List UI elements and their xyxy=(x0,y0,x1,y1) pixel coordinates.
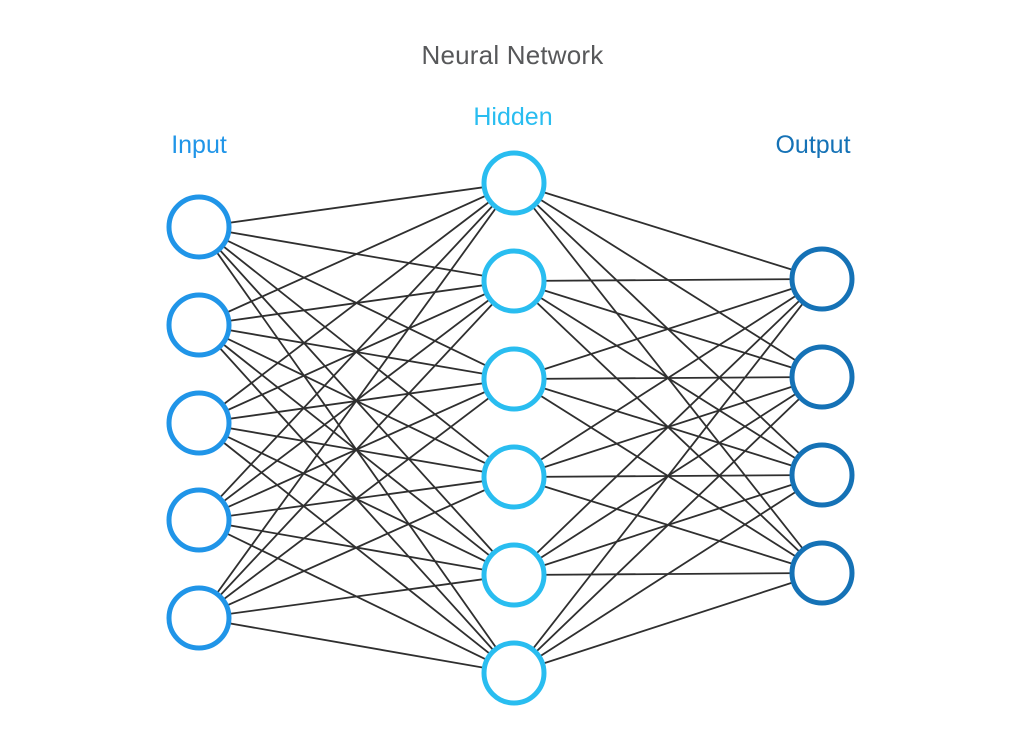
diagram-title: Neural Network xyxy=(421,40,604,70)
edge-hidden5-output1 xyxy=(513,278,823,576)
edge-hidden1-output1 xyxy=(513,182,823,280)
hidden-node-4 xyxy=(481,444,547,510)
input-node-5 xyxy=(166,585,232,651)
edge-input1-hidden1 xyxy=(198,182,515,228)
edge-input5-hidden5 xyxy=(198,574,515,619)
output-node-2 xyxy=(789,344,855,410)
edge-hidden3-output1 xyxy=(513,278,823,380)
output-node-1 xyxy=(789,246,855,312)
edge-input5-hidden1 xyxy=(198,182,515,619)
hidden-layer-label: Hidden xyxy=(473,103,552,131)
input-node-2 xyxy=(166,292,232,358)
edge-hidden6-output3 xyxy=(513,474,823,674)
hidden-node-1 xyxy=(481,150,547,216)
input-node-1 xyxy=(166,194,232,260)
hidden-node-5 xyxy=(481,542,547,608)
hidden-node-6 xyxy=(481,640,547,706)
edge-input5-hidden6 xyxy=(198,617,515,674)
edge-input5-hidden4 xyxy=(198,476,515,619)
hidden-node-2 xyxy=(481,248,547,314)
output-node-4 xyxy=(789,540,855,606)
edge-input5-hidden3 xyxy=(198,378,515,619)
edge-input2-hidden1 xyxy=(198,182,515,326)
edge-input5-hidden2 xyxy=(198,280,515,619)
edge-hidden6-output1 xyxy=(513,278,823,674)
edge-hidden6-output4 xyxy=(513,572,823,674)
edge-input3-hidden1 xyxy=(198,182,515,424)
edge-hidden6-output2 xyxy=(513,376,823,674)
input-layer-label: Input xyxy=(171,131,227,159)
edge-hidden4-output1 xyxy=(513,278,823,478)
output-layer-label: Output xyxy=(775,131,850,159)
input-node-3 xyxy=(166,390,232,456)
edge-hidden2-output1 xyxy=(513,278,823,282)
edge-input4-hidden1 xyxy=(198,182,515,521)
input-node-4 xyxy=(166,487,232,553)
output-node-3 xyxy=(789,442,855,508)
hidden-node-3 xyxy=(481,346,547,412)
